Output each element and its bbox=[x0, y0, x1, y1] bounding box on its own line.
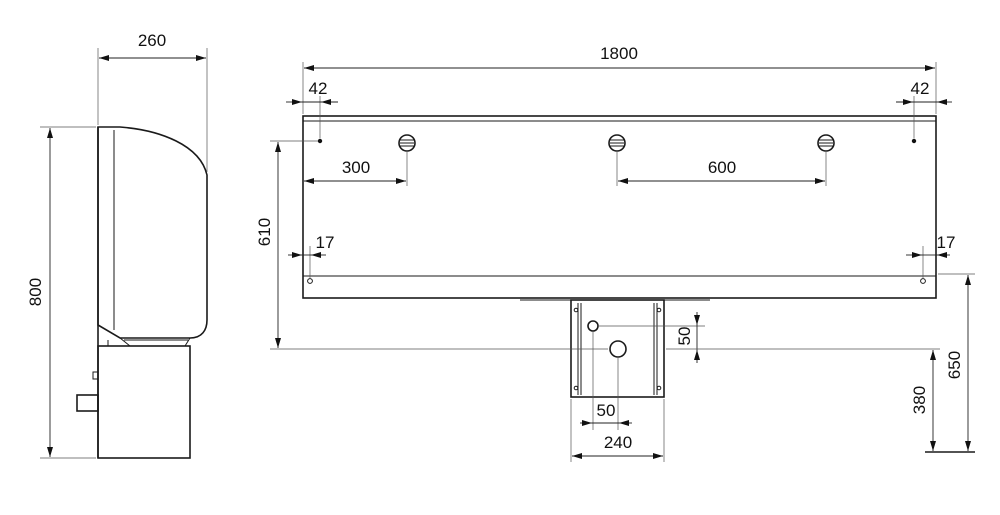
dim-label-panel-height: 610 bbox=[255, 218, 274, 246]
fixing-hole-bottom-right bbox=[920, 278, 926, 284]
side-view-lower-cabinet bbox=[97, 345, 191, 459]
dim-label-bracket-hole-horizontal: 50 bbox=[597, 401, 616, 420]
front-view-panel bbox=[302, 115, 937, 299]
dim-label-right-edge-offset: 42 bbox=[911, 79, 930, 98]
side-view-upper-housing bbox=[97, 126, 208, 339]
bracket-small-hole bbox=[587, 320, 599, 332]
fixing-hole-top-right bbox=[911, 138, 917, 144]
mounting-bracket bbox=[570, 299, 665, 398]
dim-label-side-height: 800 bbox=[26, 278, 45, 306]
side-view: 260 800 bbox=[26, 31, 208, 459]
dim-label-bracket-width: 240 bbox=[604, 433, 632, 452]
inlet-left bbox=[398, 134, 416, 152]
dim-label-lip-to-floor: 650 bbox=[945, 351, 964, 379]
dim-label-left-side-margin: 17 bbox=[316, 233, 335, 252]
side-view-small-fitting bbox=[92, 371, 99, 380]
inlet-middle bbox=[608, 134, 626, 152]
side-view-housing-base-line bbox=[119, 337, 191, 347]
fixing-hole-top-left bbox=[317, 138, 323, 144]
inlet-right bbox=[817, 134, 835, 152]
dim-label-inlet-spacing: 600 bbox=[708, 158, 736, 177]
dim-label-left-edge-offset: 42 bbox=[309, 79, 328, 98]
dim-label-bracket-hole-vertical: 50 bbox=[675, 327, 694, 346]
side-view-cabinet-top-detail bbox=[107, 339, 188, 346]
side-view-pipe-stub bbox=[76, 394, 99, 412]
dim-label-side-depth: 260 bbox=[138, 31, 166, 50]
dim-label-right-side-margin: 17 bbox=[937, 233, 956, 252]
dim-label-front-width: 1800 bbox=[600, 44, 638, 63]
bracket-large-hole bbox=[609, 340, 627, 358]
dim-label-inlet-offset: 300 bbox=[342, 158, 370, 177]
front-view: 1800 42 42 300 600 610 17 bbox=[255, 44, 955, 462]
floor-heights: 380 650 bbox=[666, 273, 975, 453]
fixing-hole-bottom-left bbox=[307, 278, 313, 284]
dim-label-bracket-to-floor: 380 bbox=[910, 386, 929, 414]
